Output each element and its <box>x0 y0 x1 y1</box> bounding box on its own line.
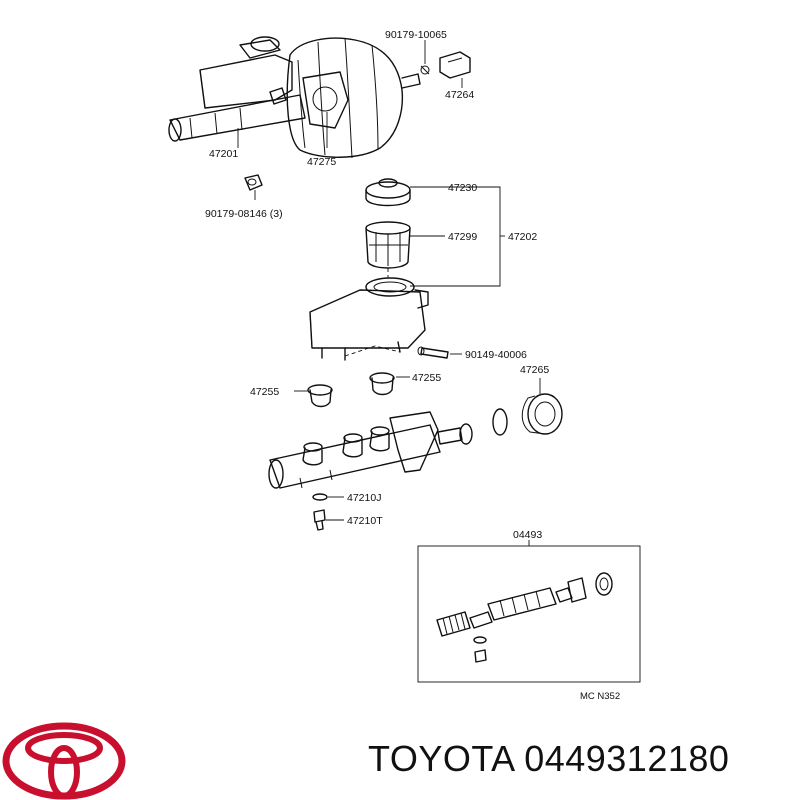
label-47265: 47265 <box>520 364 549 376</box>
label-47210J: 47210J <box>347 492 381 504</box>
toyota-logo <box>2 722 126 800</box>
reservoir-strainer-drawing <box>365 221 411 269</box>
label-47230: 47230 <box>448 182 477 194</box>
label-47202: 47202 <box>508 231 537 243</box>
label-90179-10065: 90179-10065 <box>385 29 447 41</box>
reservoir-cap-drawing <box>365 178 411 207</box>
nut-90179-08146-drawing <box>244 174 263 191</box>
label-47255-left: 47255 <box>250 386 279 398</box>
label-90149-40006: 90149-40006 <box>465 349 527 361</box>
label-47210T: 47210T <box>347 515 383 527</box>
clevis-part-drawing <box>420 51 471 79</box>
label-47275: 47275 <box>307 156 336 168</box>
label-47264: 47264 <box>445 89 474 101</box>
washer-47210J-drawing <box>312 493 328 501</box>
label-47299: 47299 <box>448 231 477 243</box>
label-47255-right: 47255 <box>412 372 441 384</box>
bolt-47210T-drawing <box>313 509 326 531</box>
master-cylinder-body-drawing <box>268 411 473 489</box>
label-04493: 04493 <box>513 529 542 541</box>
master-cylinder-assembly-top <box>168 36 306 142</box>
brake-booster-drawing <box>286 37 421 159</box>
grommet-left-drawing <box>307 384 333 408</box>
label-90179-08146: 90179-08146 (3) <box>205 208 283 220</box>
grommet-right-drawing <box>369 372 395 396</box>
reservoir-body-drawing <box>309 277 429 361</box>
piston-kit-drawing <box>436 572 613 663</box>
label-47201: 47201 <box>209 148 238 160</box>
kit-box-04493 <box>417 545 641 683</box>
brand-part-caption: TOYOTA 0449312180 <box>368 738 730 779</box>
diagram-code: MC N352 <box>580 691 620 702</box>
pin-90149-40006-drawing <box>417 346 449 359</box>
seal-ring-drawing <box>492 393 563 436</box>
